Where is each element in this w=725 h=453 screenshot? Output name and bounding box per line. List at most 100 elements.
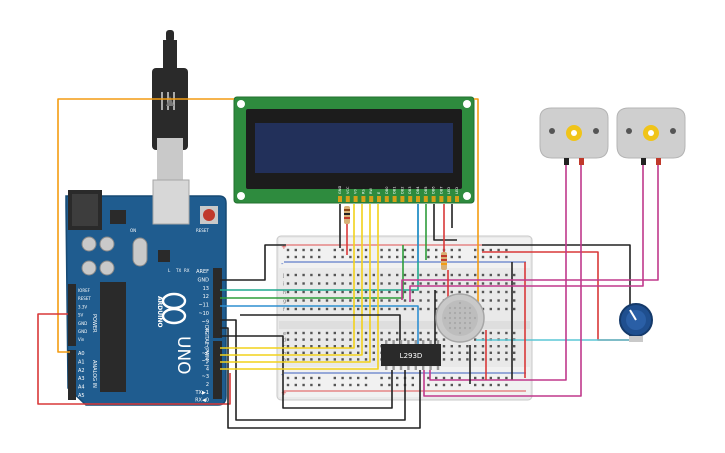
wire[interactable]	[474, 98, 479, 320]
motor-2[interactable]	[616, 107, 686, 165]
l293d-label: L293D	[400, 352, 423, 360]
lcd-pin[interactable]	[400, 196, 405, 202]
lcd-pin[interactable]	[416, 196, 420, 202]
pin-label: A4	[78, 385, 85, 391]
pin-label: 3.3V	[78, 304, 87, 309]
wire[interactable]	[220, 245, 404, 299]
pin-label: 2	[206, 382, 209, 388]
wires	[37, 98, 659, 429]
lcd-pin-label: DB7	[439, 186, 443, 194]
pin-label: ~5	[202, 359, 209, 365]
arduino-uno[interactable]: UNO ARDUINO POWER ANALOG IN DIGITAL (PWM…	[65, 30, 227, 406]
lcd-pin[interactable]	[345, 196, 350, 202]
analog-header-label: ANALOG IN	[91, 360, 97, 388]
wire[interactable]	[37, 313, 231, 405]
wire[interactable]	[220, 204, 355, 349]
lcd-pin-label: LED	[455, 187, 459, 194]
digital-header-top	[213, 268, 222, 338]
wire[interactable]	[409, 165, 644, 302]
pin-label: A0	[78, 351, 85, 357]
pin-label: TX	[175, 268, 181, 273]
resistor-sensor[interactable]	[441, 252, 447, 270]
wire[interactable]	[220, 204, 363, 356]
wire[interactable]	[220, 319, 406, 421]
pin-label: L	[168, 268, 171, 273]
usb-plug	[152, 68, 188, 150]
wire[interactable]	[57, 98, 234, 353]
power-header	[68, 284, 76, 346]
wire[interactable]	[240, 314, 401, 345]
lcd-pin-label: V0	[354, 189, 358, 194]
motor-1[interactable]	[539, 107, 609, 165]
pin-label: 7	[206, 343, 209, 349]
analog-header	[68, 350, 76, 400]
lcd-pin-label: DB1	[393, 186, 397, 194]
potentiometer[interactable]	[619, 303, 653, 342]
pin-label: ~9	[202, 319, 209, 325]
lcd-pin[interactable]	[431, 196, 436, 202]
lcd-pin[interactable]	[369, 196, 374, 202]
lcd-pin-label: DB4	[416, 186, 420, 194]
lcd-pin-label: DB2	[400, 186, 404, 194]
pin-label: 4	[206, 366, 209, 372]
lcd-pin[interactable]	[455, 196, 459, 202]
wire[interactable]	[401, 165, 659, 300]
lcd-pin-label: DB5	[424, 186, 428, 194]
arduino-brand: ARDUINO	[156, 296, 163, 327]
wire[interactable]	[220, 305, 419, 345]
wire[interactable]	[220, 204, 371, 363]
resistor-lcd[interactable]	[344, 206, 350, 224]
lcd-pin[interactable]	[338, 196, 342, 202]
lcd-pin-label: DB3	[408, 186, 412, 194]
lcd-pin-label: RS	[361, 189, 365, 194]
lcd-pin[interactable]	[353, 196, 358, 202]
pin-label: Vin	[78, 337, 85, 342]
wire[interactable]	[220, 335, 393, 409]
pin-label: RESET	[196, 228, 209, 233]
pin-label: 12	[203, 294, 209, 300]
lcd-pin[interactable]	[439, 196, 444, 202]
wire[interactable]	[220, 204, 379, 370]
lcd-pin[interactable]	[408, 196, 413, 202]
pin-label: IOREF	[78, 288, 91, 293]
lcd-pin-label: DB0	[385, 186, 389, 194]
breadboard-row-label: j	[282, 273, 284, 279]
digital-header-bottom	[213, 341, 222, 399]
breadboard-row-label: e	[283, 331, 286, 337]
gas-sensor[interactable]	[435, 293, 485, 343]
lcd-pin-label: DB6	[432, 186, 436, 194]
pin-label: RX◀0	[195, 398, 209, 404]
lcd-pin-label: LED	[447, 187, 451, 194]
lcd-pin-label: GND	[338, 186, 342, 194]
lcd-pin[interactable]	[384, 196, 389, 202]
breadboard-row-label: a	[283, 357, 286, 363]
wire[interactable]	[220, 327, 421, 429]
l293d-chip[interactable]: L293D	[381, 340, 441, 370]
usb-cable	[163, 40, 177, 68]
rail-plus-label: +	[281, 243, 287, 251]
pin-label: RX	[184, 268, 190, 273]
lcd-pin[interactable]	[423, 196, 428, 202]
breadboard-row-label: f	[283, 307, 285, 313]
breadboard-row-label: d	[283, 338, 286, 344]
breadboard-row-label: g	[283, 299, 286, 305]
wire[interactable]	[220, 244, 286, 281]
rail-minus-label: -	[281, 260, 284, 268]
wire[interactable]	[433, 204, 457, 241]
wire[interactable]	[429, 165, 567, 381]
breadboard-row-label: h	[283, 290, 286, 296]
lcd-pin[interactable]	[447, 196, 452, 202]
pin-label: 5V	[78, 313, 84, 318]
pin-label: 8	[206, 328, 209, 334]
lcd-pin[interactable]	[392, 196, 397, 202]
lcd-screen	[255, 123, 453, 173]
pin-label: ON	[130, 228, 136, 233]
pin-label: A2	[78, 368, 85, 374]
lcd-pin[interactable]	[377, 196, 381, 202]
lcd-pin[interactable]	[361, 196, 366, 202]
breadboard-row-label: i	[283, 282, 284, 288]
lcd-pin-label: RW	[369, 188, 373, 194]
